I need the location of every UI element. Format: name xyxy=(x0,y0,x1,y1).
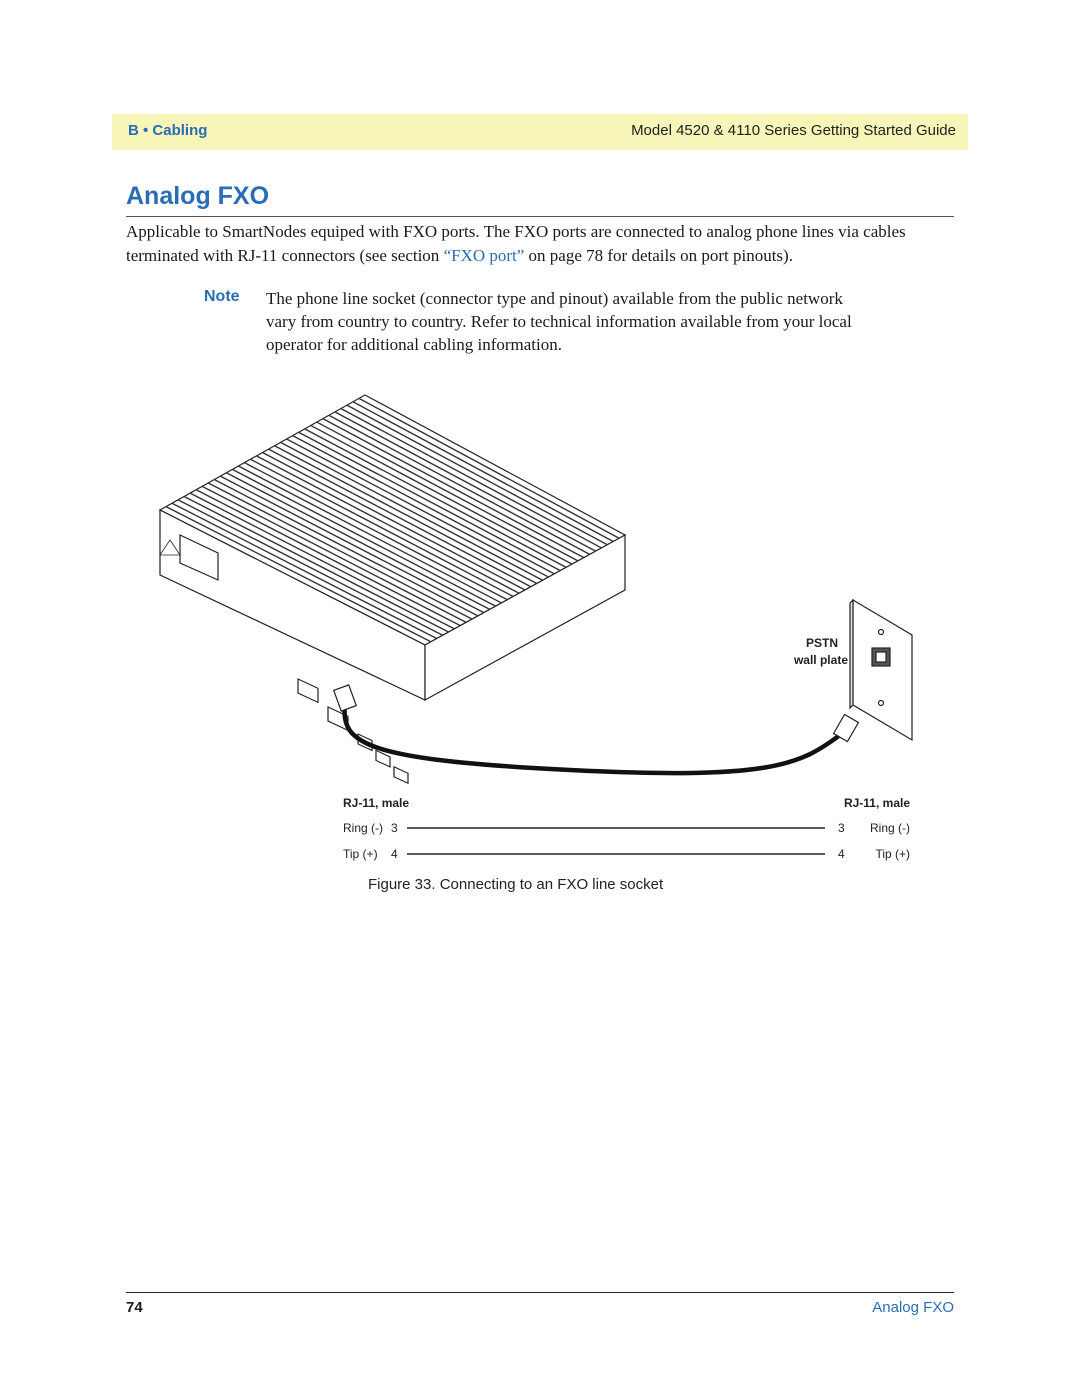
footer-section-label: Analog FXO xyxy=(872,1299,954,1316)
heatsink-fin xyxy=(310,424,573,565)
heatsink-fin xyxy=(256,455,520,594)
rj11-plug-left-icon xyxy=(332,684,358,712)
heatsink-fin xyxy=(165,505,432,643)
heatsink-fin xyxy=(292,434,555,575)
left-pin-number: 3 xyxy=(391,821,398,835)
heatsink-fin xyxy=(171,502,438,640)
heatsink-fin xyxy=(322,418,585,559)
heatsink-fin xyxy=(262,451,526,591)
heatsink-fin xyxy=(250,458,514,598)
right-pin-name: Tip (+) xyxy=(875,847,910,861)
heatsink-fin xyxy=(274,445,538,585)
left-pin-name: Ring (-) xyxy=(343,821,383,835)
note-label: Note xyxy=(204,288,240,305)
heatsink-fin xyxy=(346,404,608,546)
intro-text-start: Applicable to SmartNodes equiped with FX… xyxy=(126,222,906,265)
heatsink-fin xyxy=(316,421,579,562)
heatsink-fin xyxy=(352,401,614,543)
wall-plate-label: wall plate xyxy=(793,653,848,667)
right-pin-number: 3 xyxy=(838,821,845,835)
heatsink-fin xyxy=(232,468,496,607)
heatsink-fin xyxy=(286,438,549,578)
heatsink-fin xyxy=(207,482,473,620)
heatsink-fin xyxy=(280,441,543,581)
running-header: B • Cabling Model 4520 & 4110 Series Get… xyxy=(112,114,968,150)
heatsink-fin xyxy=(340,407,602,549)
page-number: 74 xyxy=(126,1299,143,1316)
heatsink-fin xyxy=(358,397,620,539)
note-text: The phone line socket (connector type an… xyxy=(266,289,852,354)
heatsink-fin xyxy=(201,485,467,623)
smartnode-device-illustration xyxy=(158,394,627,785)
rj11-plug-right-icon xyxy=(832,713,860,743)
right-connector-label: RJ-11, male xyxy=(844,796,910,810)
heatsink-fin xyxy=(177,499,443,636)
heatsink-fin xyxy=(195,489,461,627)
pinout-row-ring: Ring (-) 3 3 Ring (-) xyxy=(343,821,910,835)
title-divider xyxy=(126,216,954,217)
heatsink-fin xyxy=(244,462,508,601)
heatsink-fin xyxy=(268,448,532,588)
heatsink-fin xyxy=(219,475,485,614)
heatsink-fin xyxy=(298,431,561,572)
pinout-row-tip: Tip (+) 4 4 Tip (+) xyxy=(343,847,910,861)
right-pin-number: 4 xyxy=(838,847,845,861)
intro-paragraph: Applicable to SmartNodes equiped with FX… xyxy=(126,220,958,268)
header-section-label: B • Cabling xyxy=(128,122,208,139)
right-pin-name: Ring (-) xyxy=(870,821,910,835)
section-title: Analog FXO xyxy=(126,182,270,210)
heatsink-fin xyxy=(334,411,596,552)
rj11-cable xyxy=(332,684,860,776)
heatsink-fin xyxy=(183,495,449,633)
header-guide-title: Model 4520 & 4110 Series Getting Started… xyxy=(631,122,956,139)
left-connector-label: RJ-11, male xyxy=(343,796,409,810)
heatsink-fin xyxy=(213,478,479,617)
heatsink-fin xyxy=(189,492,455,630)
figure-caption: Figure 33. Connecting to an FXO line soc… xyxy=(368,876,664,893)
fxo-port-link[interactable]: “FXO port” xyxy=(443,246,525,265)
pstn-label: PSTN xyxy=(806,636,838,650)
left-pin-name: Tip (+) xyxy=(343,847,378,861)
heatsink-fin xyxy=(328,414,591,556)
heatsink-fin xyxy=(238,465,502,604)
footer-divider xyxy=(126,1292,954,1293)
pstn-wall-plate xyxy=(849,598,913,742)
heatsink-fin xyxy=(226,472,491,611)
heatsink-fin xyxy=(304,428,567,568)
fxo-cabling-figure: PSTN wall plate RJ-11, male RJ-11, male … xyxy=(158,394,913,861)
intro-text-end: on page 78 for details on port pinouts). xyxy=(524,246,793,265)
left-pin-number: 4 xyxy=(391,847,398,861)
